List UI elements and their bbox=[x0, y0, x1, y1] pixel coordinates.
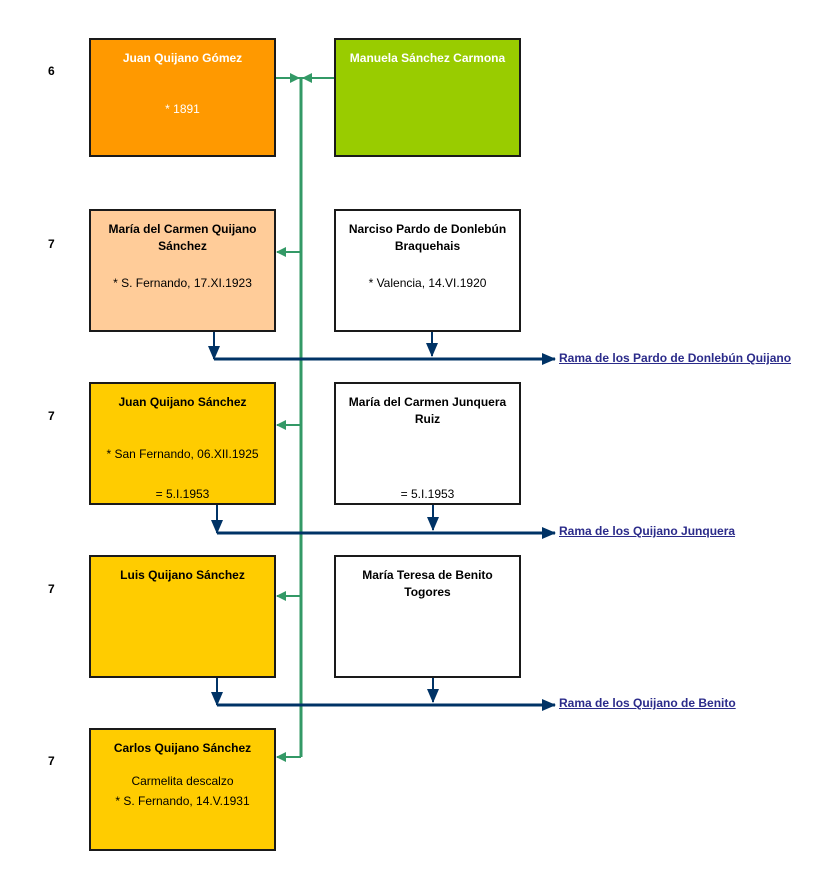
branch-link-quijano-junquera[interactable]: Rama de los Quijano Junquera bbox=[559, 524, 736, 538]
spouse-box[interactable]: María del Carmen Junquera Ruiz = 5.I.195… bbox=[334, 382, 521, 505]
spouse-box[interactable]: Narciso Pardo de Donlebún Braquehais * V… bbox=[334, 209, 521, 332]
mother-box[interactable]: Manuela Sánchez Carmona bbox=[334, 38, 521, 157]
person-name: María del Carmen Quijano Sánchez bbox=[108, 222, 257, 253]
person-name: Juan Quijano Gómez bbox=[122, 51, 243, 65]
person-name: Narciso Pardo de Donlebún Braquehais bbox=[348, 222, 507, 253]
father-box[interactable]: Juan Quijano Gómez * 1891 bbox=[89, 38, 276, 157]
child-box[interactable]: Luis Quijano Sánchez bbox=[89, 555, 276, 678]
person-note: Carmelita descalzo bbox=[131, 774, 234, 788]
generation-number: 7 bbox=[48, 409, 55, 423]
branch-link-quijano-de-benito[interactable]: Rama de los Quijano de Benito bbox=[559, 696, 736, 710]
person-name: Carlos Quijano Sánchez bbox=[113, 741, 252, 755]
person-birth: * S. Fernando, 17.XI.1923 bbox=[113, 276, 252, 290]
person-name: María del Carmen Junquera Ruiz bbox=[348, 395, 507, 426]
person-name: María Teresa de Benito Togores bbox=[362, 568, 493, 599]
person-birth: * Valencia, 14.VI.1920 bbox=[368, 276, 487, 290]
marriage-date: = 5.I.1953 bbox=[400, 487, 455, 501]
marriage-date: = 5.I.1953 bbox=[155, 487, 210, 501]
person-birth: * S. Fernando, 14.V.1931 bbox=[115, 794, 250, 808]
person-name: Manuela Sánchez Carmona bbox=[349, 51, 506, 65]
child-box[interactable]: María del Carmen Quijano Sánchez * S. Fe… bbox=[89, 209, 276, 332]
child-box[interactable]: Carlos Quijano Sánchez Carmelita descalz… bbox=[89, 728, 276, 851]
generation-number: 7 bbox=[48, 754, 55, 768]
person-birth: * 1891 bbox=[165, 102, 200, 116]
person-name: Juan Quijano Sánchez bbox=[118, 395, 247, 409]
branch-link-pardo-de-donlebun-quijano[interactable]: Rama de los Pardo de Donlebún Quijano bbox=[559, 351, 792, 365]
person-birth: * San Fernando, 06.XII.1925 bbox=[106, 447, 259, 461]
person-name: Luis Quijano Sánchez bbox=[120, 568, 245, 582]
child-box[interactable]: Juan Quijano Sánchez * San Fernando, 06.… bbox=[89, 382, 276, 505]
generation-number: 6 bbox=[48, 64, 55, 78]
spouse-box[interactable]: María Teresa de Benito Togores bbox=[334, 555, 521, 678]
generation-number: 7 bbox=[48, 582, 55, 596]
generation-number: 7 bbox=[48, 237, 55, 251]
